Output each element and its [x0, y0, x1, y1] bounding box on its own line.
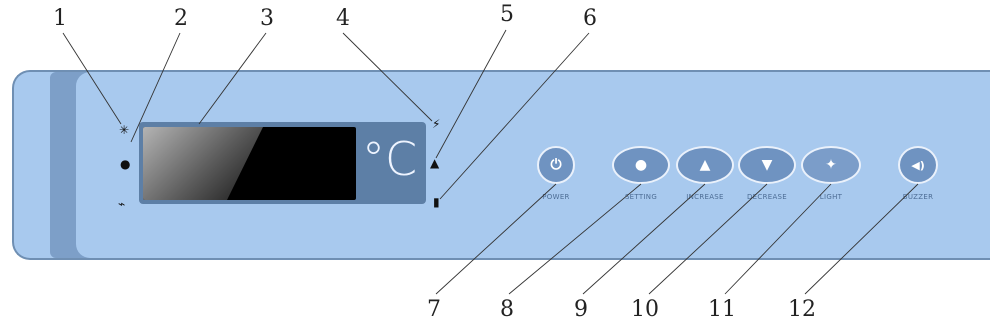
temperature-unit: °C: [362, 132, 418, 186]
decrease-button[interactable]: ▼: [738, 146, 796, 184]
callout-3: 3: [260, 6, 274, 31]
light-icon: ✦: [825, 157, 837, 173]
setting-button[interactable]: ●: [612, 146, 670, 184]
increase-button-label: INCREASE: [686, 193, 724, 201]
callout-5: 5: [500, 2, 514, 27]
callout-11: 11: [708, 297, 736, 322]
chevron-down-icon: ▼: [761, 157, 773, 173]
speaker-icon: ◀): [911, 158, 925, 172]
compressor-indicator-icon: ✳: [119, 123, 130, 137]
callout-12: 12: [788, 297, 816, 322]
battery-indicator-icon: ▮: [433, 195, 440, 209]
callout-8: 8: [500, 297, 514, 322]
defrost-indicator-icon: ●: [120, 157, 131, 171]
callout-9: 9: [574, 297, 588, 322]
callout-2: 2: [174, 6, 188, 31]
buzzer-button-label: BUZZER: [902, 193, 934, 201]
setting-button-label: SETTING: [624, 193, 658, 201]
increase-button[interactable]: ▲: [676, 146, 734, 184]
power-icon: ⏻: [550, 157, 562, 173]
callout-10: 10: [631, 297, 659, 322]
alarm-indicator-icon: ▲: [430, 156, 440, 170]
power-indicator-icon: ⚡: [432, 117, 441, 131]
setting-icon: ●: [634, 157, 648, 173]
buzzer-button[interactable]: ◀): [898, 146, 938, 184]
decrease-button-label: DECREASE: [746, 193, 788, 201]
lcd-screen: [143, 127, 356, 200]
lcd-glare: [143, 127, 263, 200]
light-button[interactable]: ✦: [801, 146, 861, 184]
panel-handle: [50, 72, 92, 258]
callout-6: 6: [583, 6, 597, 31]
fan-indicator-icon: ⌁: [118, 197, 126, 211]
chevron-up-icon: ▲: [699, 157, 711, 173]
power-button-label: POWER: [542, 193, 570, 201]
callout-4: 4: [336, 6, 350, 31]
callout-1: 1: [53, 6, 67, 31]
power-button[interactable]: ⏻: [537, 146, 575, 184]
light-button-label: LIGHT: [819, 193, 843, 201]
callout-7: 7: [427, 297, 441, 322]
